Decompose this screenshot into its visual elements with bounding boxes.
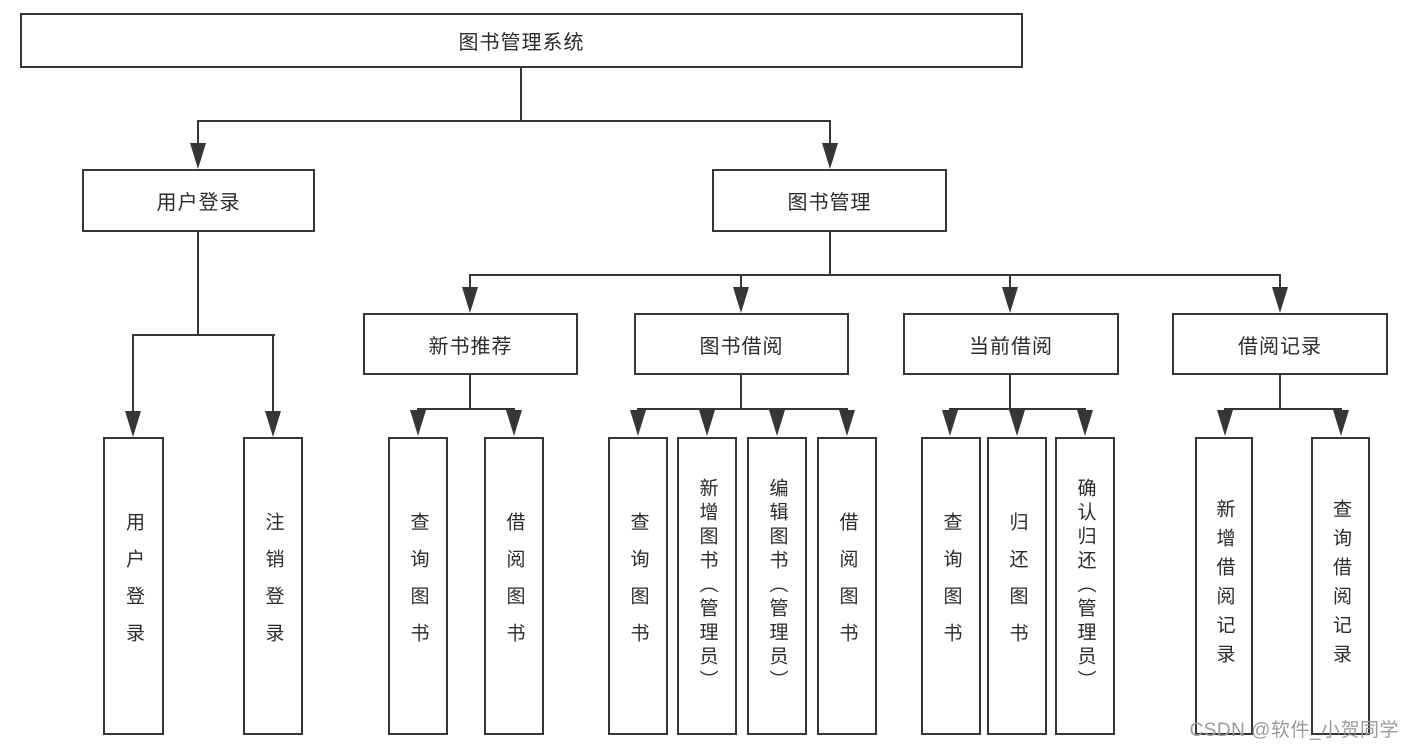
node-borrow-records: 借阅记录 [1172,313,1388,375]
leaf-label: 新增借阅记录 [1213,499,1235,673]
connector-line [197,120,831,122]
node-new-book-recommend: 新书推荐 [363,313,578,375]
node-root-library-system: 图书管理系统 [20,13,1023,68]
arrow-down-icon [410,410,426,436]
connector-line [1224,408,1342,410]
arrow-down-icon [822,143,838,169]
csdn-watermark: CSDN @软件_小贺同学 [1189,720,1399,741]
arrow-down-icon [733,287,749,313]
connector-line [1279,274,1281,289]
arrow-down-icon [1077,410,1093,436]
leaf-label: 借阅图书 [836,512,858,660]
node-current-borrowing: 当前借阅 [903,313,1119,375]
connector-line [469,274,1281,276]
connector-line [197,120,199,145]
connector-line [132,334,134,412]
connector-line [740,274,742,289]
arrow-down-icon [699,410,715,436]
connector-line [272,334,274,412]
connector-line [740,375,742,410]
leaf-label: 归还图书 [1006,512,1028,660]
connector-line [1009,375,1011,410]
arrow-down-icon [839,410,855,436]
leaf-label: 借阅图书 [503,512,525,660]
arrow-down-icon [1009,410,1025,436]
connector-line [637,408,848,410]
leaf-return-books: 归还图书 [987,437,1047,735]
leaf-label: 新增图书（管理员） [696,478,718,694]
arrow-down-icon [506,410,522,436]
connector-line [469,274,471,289]
arrow-down-icon [125,411,141,437]
leaf-label: 用户登录 [123,512,144,660]
arrow-down-icon [1333,410,1349,436]
leaf-label: 确认归还（管理员） [1074,478,1096,694]
arrow-down-icon [1002,287,1018,313]
leaf-label: 查询借阅记录 [1330,499,1351,673]
node-label: 图书管理 [787,192,872,214]
node-label: 借阅记录 [1238,335,1322,358]
node-user-login: 用户登录 [82,169,315,232]
node-book-management: 图书管理 [712,169,947,232]
arrow-down-icon [942,410,958,436]
leaf-confirm-return-admin: 确认归还（管理员） [1055,437,1115,735]
node-label: 图书管理系统 [458,32,585,54]
node-book-borrowing: 图书借阅 [634,313,849,375]
arrow-down-icon [1272,287,1288,313]
node-label: 新书推荐 [428,335,513,358]
leaf-add-book-admin: 新增图书（管理员） [677,437,737,735]
leaf-label: 编辑图书（管理员） [766,478,788,694]
connector-line [1009,274,1011,289]
leaf-borrow-books: 借阅图书 [484,437,544,735]
arrow-down-icon [769,410,785,436]
connector-line [469,375,471,410]
connector-line [520,68,522,120]
leaf-query-borrow-record: 查询借阅记录 [1311,437,1370,735]
leaf-edit-book-admin: 编辑图书（管理员） [747,437,807,735]
connector-line [197,232,199,335]
leaf-user-login: 用户登录 [103,437,164,735]
leaf-query-books: 查询图书 [921,437,981,735]
connector-line [132,334,275,336]
node-label: 用户登录 [156,192,241,214]
arrow-down-icon [190,143,206,169]
connector-line [417,408,515,410]
leaf-borrow-books: 借阅图书 [817,437,877,735]
connector-line [949,408,1086,410]
leaf-logout: 注销登录 [243,437,303,735]
arrow-down-icon [265,411,281,437]
connector-line [829,120,831,145]
connector-line [829,232,831,276]
leaf-label: 注销登录 [262,512,284,660]
node-label: 图书借阅 [699,335,784,358]
leaf-add-borrow-record: 新增借阅记录 [1195,437,1253,735]
node-label: 当前借阅 [969,335,1053,358]
leaf-label: 查询图书 [407,512,429,660]
leaf-query-books: 查询图书 [388,437,448,735]
leaf-label: 查询图书 [627,512,649,660]
connector-line [1279,375,1281,410]
arrow-down-icon [1217,410,1233,436]
arrow-down-icon [630,410,646,436]
leaf-query-books: 查询图书 [608,437,668,735]
leaf-label: 查询图书 [940,512,962,660]
arrow-down-icon [462,287,478,313]
